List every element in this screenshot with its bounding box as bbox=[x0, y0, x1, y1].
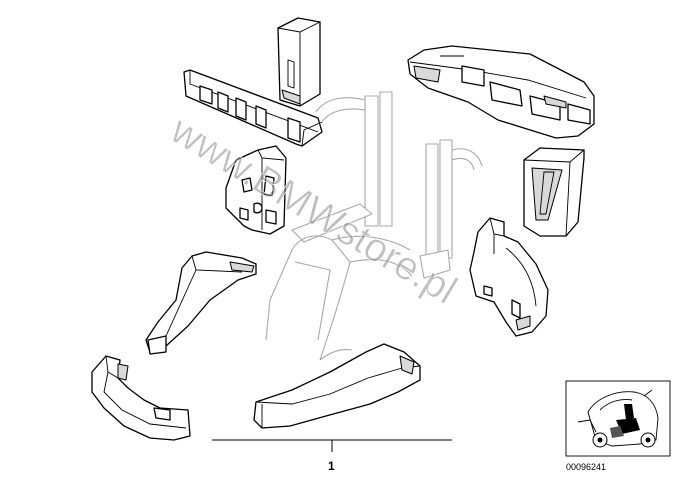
vehicle-thumbnail bbox=[565, 380, 671, 457]
background-frame bbox=[265, 91, 483, 361]
callout-number: 1 bbox=[328, 459, 335, 473]
right-wedge-block bbox=[523, 147, 585, 237]
left-curved-strip bbox=[145, 251, 257, 355]
callout-leader bbox=[212, 439, 452, 452]
top-right-padded-block bbox=[407, 45, 595, 139]
upper-tall-insulation-block bbox=[277, 17, 321, 107]
bottom-centre-tray bbox=[253, 343, 421, 429]
horizontal-bracket-strip bbox=[183, 69, 323, 147]
scooter-icon bbox=[577, 389, 659, 448]
perforated-plate bbox=[225, 145, 287, 235]
bottom-left-curved-piece bbox=[91, 355, 191, 441]
right-side-curved-panel bbox=[469, 217, 549, 337]
thumbnail-code: 00096241 bbox=[566, 462, 606, 472]
